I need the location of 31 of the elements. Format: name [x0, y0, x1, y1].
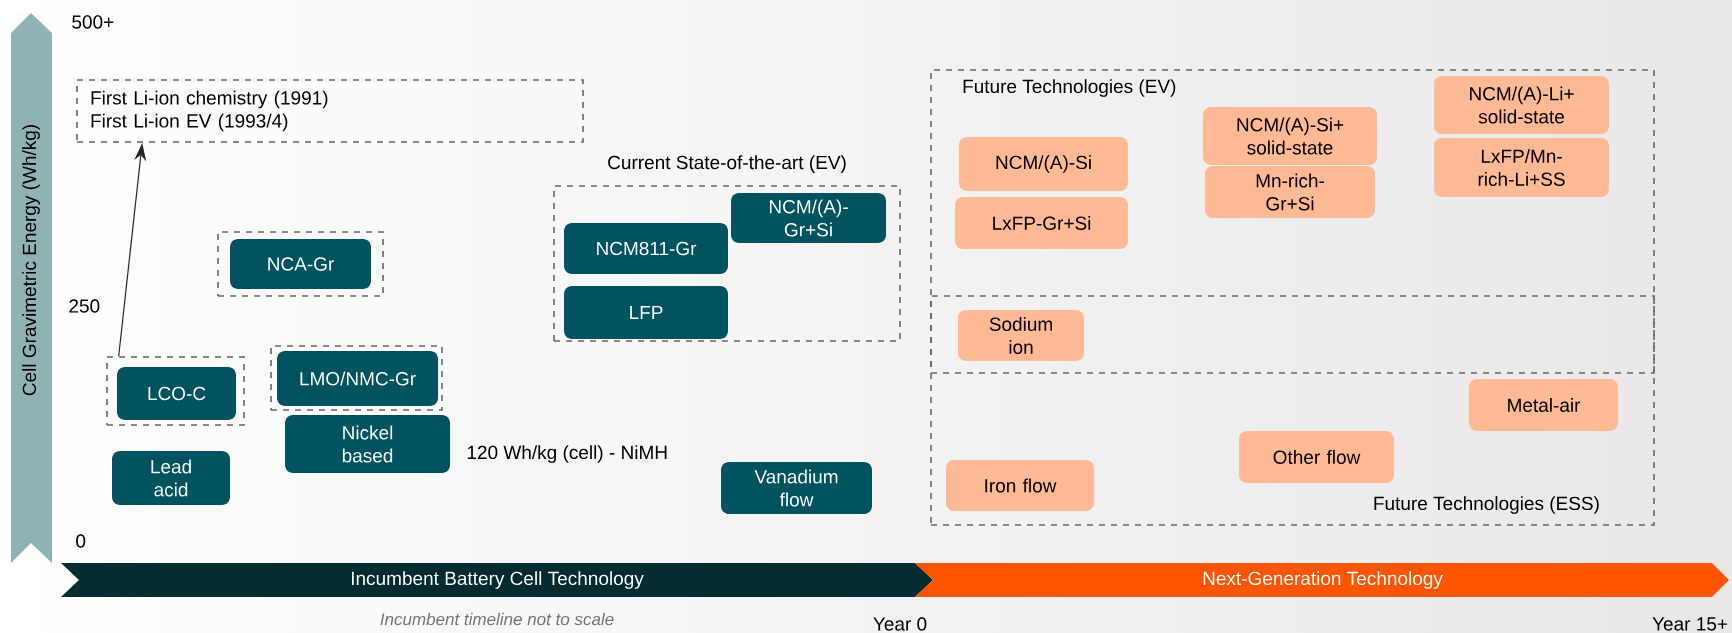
timeline-label: Year 15+: [1652, 617, 1727, 631]
technology-box: NCM811-Gr: [564, 223, 728, 274]
technology-box: Mn-rich-Gr+Si: [1205, 166, 1375, 218]
tick-label: 250: [69, 299, 100, 313]
technology-box: Metal-air: [1469, 379, 1618, 431]
timeline-label: Year 0: [873, 617, 927, 631]
technology-box: NCA-Gr: [230, 239, 371, 289]
tick-label: 0: [76, 534, 86, 548]
node-label: NCM/(A)-Si+ solid-state: [1237, 117, 1344, 155]
technology-box: LFP: [564, 286, 728, 339]
technology-box: NCM/(A)-Li+ solid-state: [1434, 76, 1609, 134]
technology-box: NCM/(A)-Si+ solid-state: [1203, 107, 1377, 165]
timeline-band: Next-Generation Technology: [915, 563, 1729, 597]
technology-box: Nickel based: [285, 415, 450, 473]
technology-box: NCM/(A)-Gr+Si: [731, 193, 886, 243]
technology-box: Iron flow: [946, 460, 1094, 511]
technology-box: LxFP-Gr+Si: [955, 197, 1128, 249]
node-label: Mn-rich-Gr+Si: [1256, 173, 1324, 211]
technology-box: Other flow: [1239, 431, 1394, 483]
technology-box: LxFP/Mn-rich-Li+SS: [1434, 138, 1609, 197]
milestone-box: First Li-ion chemistry (1991) First Li-ion EV (1993/4): [76, 79, 584, 143]
technology-box: NCM/(A)-Si: [959, 137, 1128, 191]
technology-box: LCO-C: [117, 367, 236, 420]
annotation-text: 120 Wh/kg (cell) - NiMH: [467, 445, 667, 463]
technology-box: Sodium ion: [958, 310, 1084, 361]
technology-box: Vanadium flow: [721, 462, 872, 514]
node-label: Incumbent timeline not to scale: [380, 612, 614, 626]
technology-box: LMO/NMC-Gr: [277, 351, 438, 406]
tick-label: 500+: [72, 15, 114, 29]
axis-title: Cell Gravimetric Energy (Wh/kg): [22, 125, 40, 396]
technology-box: Lead acid: [112, 451, 230, 505]
